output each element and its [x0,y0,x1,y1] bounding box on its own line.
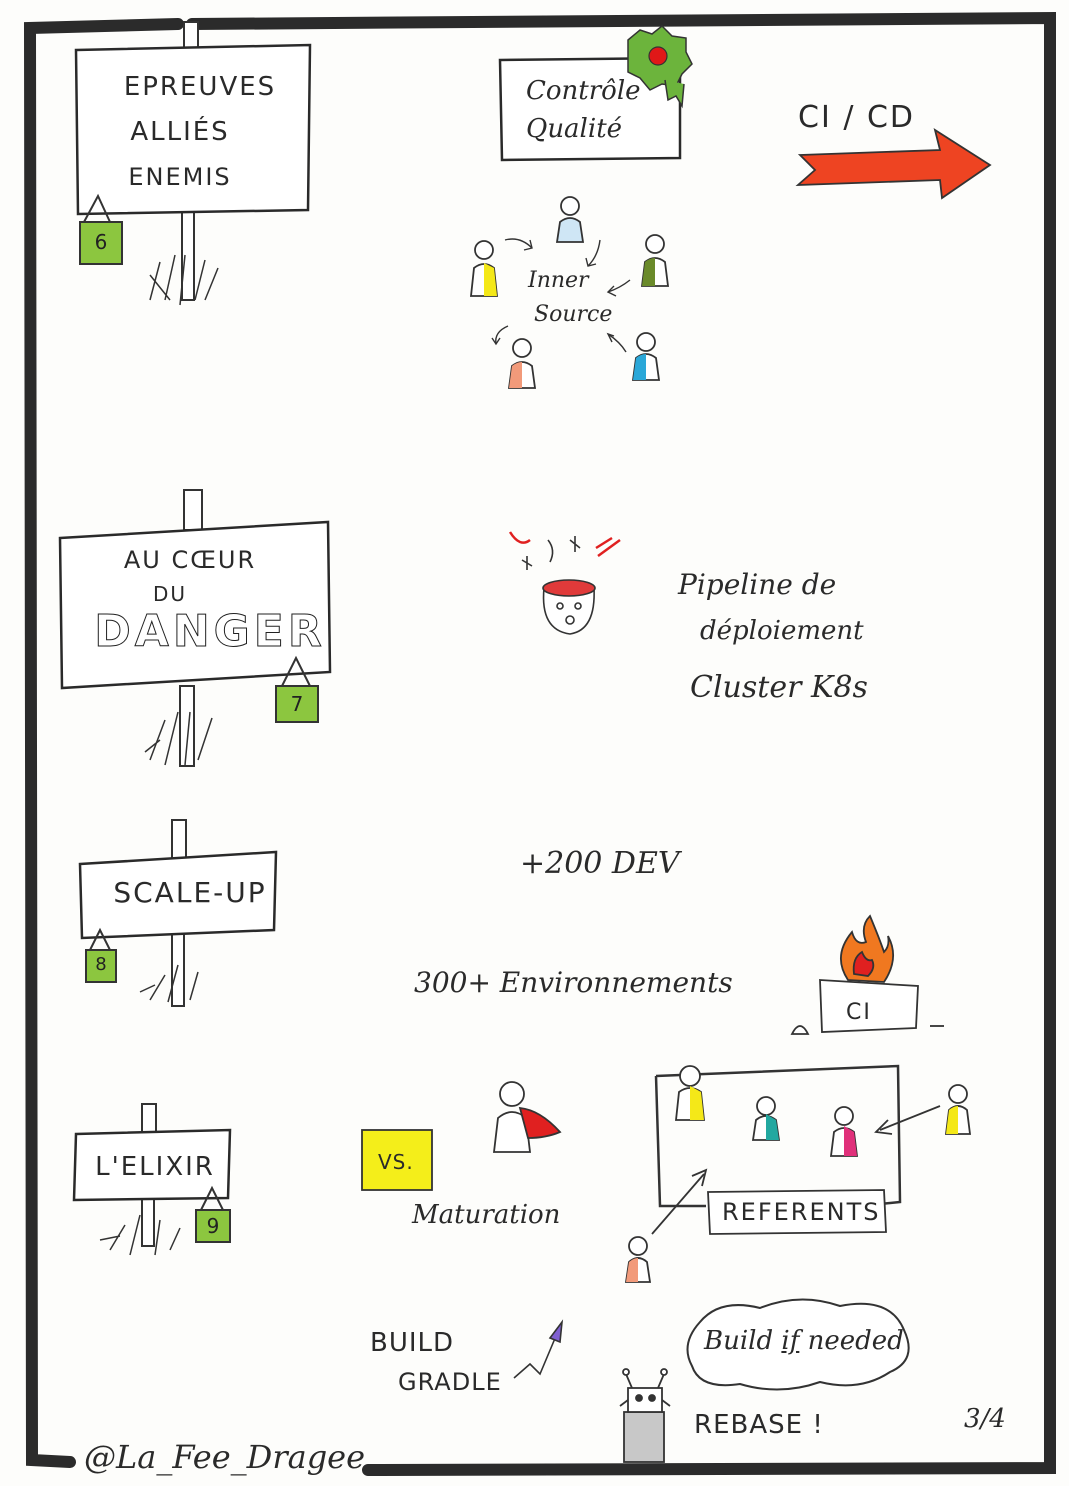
inner-source-line-1: Inner [528,268,589,293]
signature: @La_Fee_Dragee [84,1438,366,1476]
inner-source-people [469,196,670,389]
tag-9-box [195,1209,231,1243]
page-frame [23,11,1056,1476]
cloud-text-post: needed [799,1326,904,1356]
qc-line-1: Contrôle [526,76,641,106]
qc-line-2: Qualité [526,114,623,144]
robot-icon [619,1368,671,1463]
referents-group [624,1064,972,1283]
signpost-7 [58,489,332,767]
qc-box [498,24,693,162]
build-label: BUILD [370,1328,455,1358]
cloud-text: Build if needed [704,1326,904,1356]
inner-source-line-2: Source [534,302,613,327]
sign-6-line-2: ALLIÉS [130,117,230,147]
tag-8-box [85,949,117,983]
cloud-text-if: if [781,1326,800,1356]
tag-8-number: 8 [95,954,107,975]
cicd-label: CI / CD [798,100,916,135]
sign-7-line-1: AU CŒUR [123,546,257,574]
referents-label: REFERENTS [722,1198,881,1226]
tag-7-box [275,685,319,723]
gradle-label: GRADLE [398,1368,502,1396]
vs-label: VS. [378,1150,414,1174]
superhero-icon [492,1081,562,1153]
signpost-8 [78,819,278,1007]
pipeline-line-1: Pipeline de [678,568,837,601]
cicd-arrow-icon [795,128,992,200]
maturation-label: Maturation [412,1200,561,1230]
environments-count: 300+ Environnements [414,966,733,999]
cloud-text-pre: Build [704,1326,782,1356]
pipeline-line-2: déploiement [700,616,864,646]
tag-6-number: 6 [94,230,108,254]
exploding-head-icon [508,531,621,635]
sign-7-line-3: DANGER [94,606,326,658]
sign-6-line-1: EPREUVES [123,72,277,102]
sign-9-line-1: L'ELIXIR [95,1152,215,1182]
sticky-note [361,1129,433,1191]
signpost-9 [72,1103,232,1256]
dev-count: +200 DEV [520,846,680,881]
sign-8-line-1: SCALE-UP [113,876,267,909]
sign-7-line-2: DU [152,582,188,606]
thought-cloud [686,1298,910,1391]
rebase-label: REBASE ! [694,1410,824,1440]
sign-6-line-3: ENEMIS [128,163,232,191]
cycle-arrows [491,238,631,353]
trend-up-arrow-icon [513,1319,564,1379]
page-number: 3/4 [964,1404,1006,1434]
signpost-6 [74,21,312,306]
tag-6-box [79,221,123,265]
tag-9-number: 9 [206,1214,220,1238]
ci-box-label: CI [846,1000,872,1025]
ci-fire-icon [790,914,944,1035]
pipeline-line-3: Cluster K8s [690,670,868,705]
tag-7-number: 7 [290,692,304,716]
